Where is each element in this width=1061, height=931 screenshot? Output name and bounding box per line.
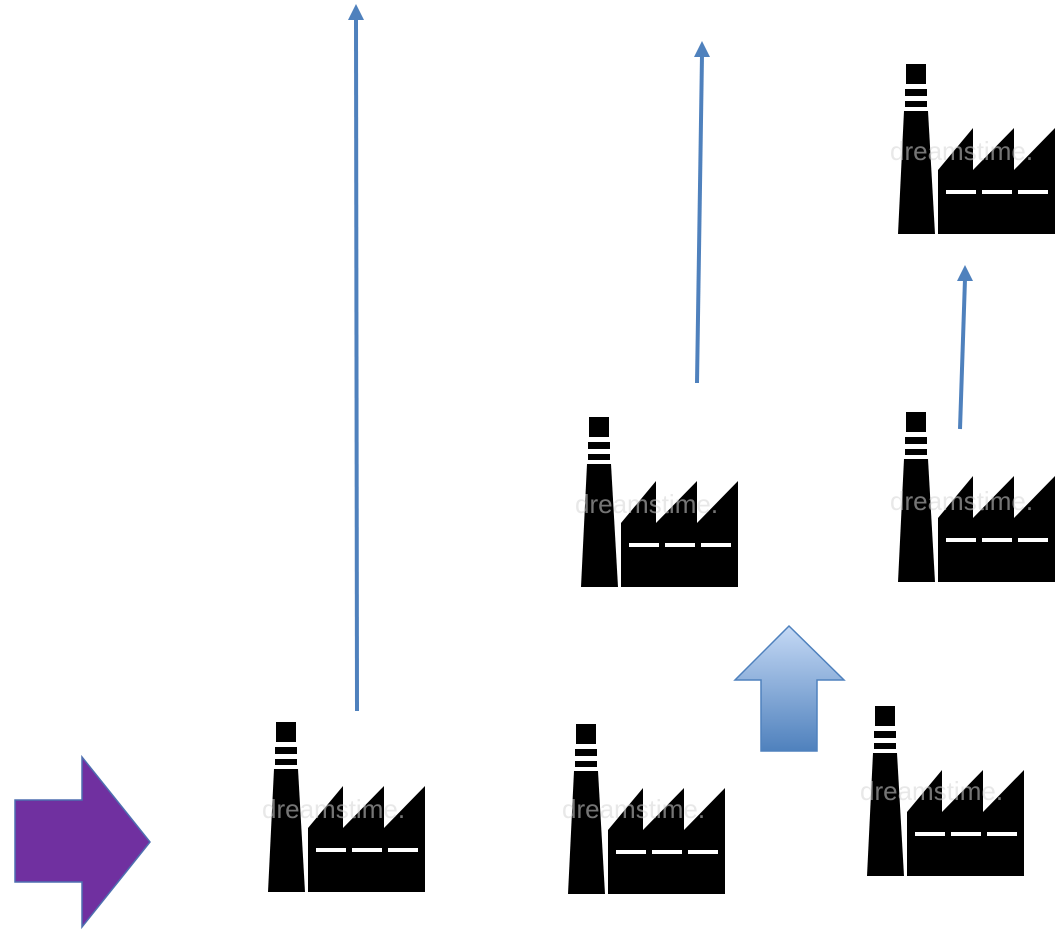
block-arrow-right-icon xyxy=(14,754,151,930)
watermark: dreamstime. xyxy=(262,794,405,824)
arrow-up-icon xyxy=(957,265,973,430)
watermark: dreamstime. xyxy=(890,136,1033,166)
arrow-up-icon xyxy=(694,41,710,384)
watermark: dreamstime. xyxy=(562,794,705,824)
arrow-up-icon xyxy=(348,4,364,712)
watermark: dreamstime. xyxy=(890,486,1033,516)
watermark: dreamstime. xyxy=(860,776,1003,806)
watermark: dreamstime. xyxy=(575,489,718,519)
block-arrow-up-icon xyxy=(733,624,846,752)
